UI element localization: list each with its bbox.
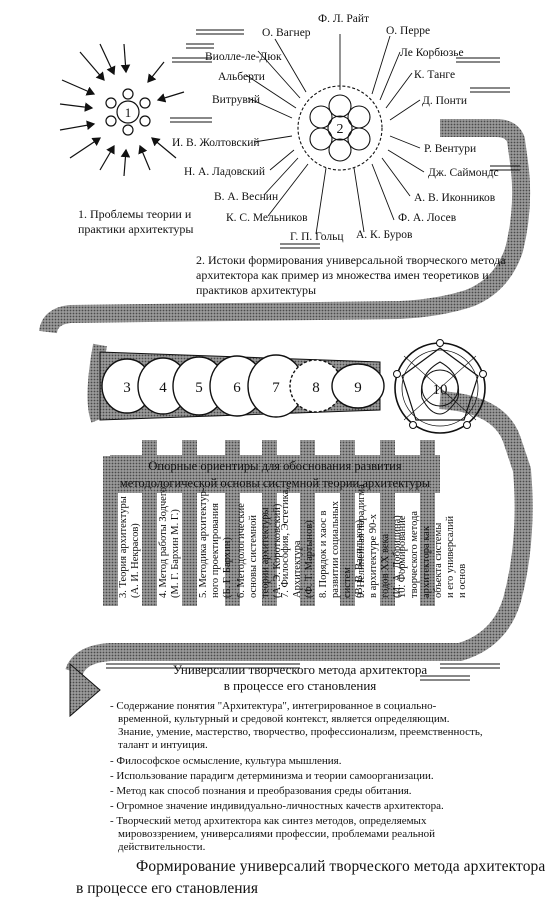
universals-arrow bbox=[69, 662, 101, 718]
universal-item-1-line-2: временной, культурный и средовой контекс… bbox=[118, 713, 450, 725]
stage1-caption-line-1: 1. Проблемы теории и bbox=[78, 207, 192, 221]
stage1-caption-line-2: практики архитектуры bbox=[78, 222, 193, 236]
connector-band-left bbox=[87, 343, 107, 423]
chain-numbers: 3 4 5 6 7 8 9 bbox=[123, 380, 362, 396]
figure-caption-line-2: в процессе его становления bbox=[76, 880, 258, 897]
chain-number-9: 9 bbox=[354, 380, 362, 396]
universal-item-1-line-4: талант и интуиция. bbox=[118, 739, 208, 751]
universal-item-3: - Использование парадигм детерминизма и … bbox=[110, 770, 434, 782]
banner-line-1: Опорные ориентиры для обоснования развит… bbox=[148, 459, 401, 473]
universal-item-1-line-1: - Содержание понятия "Архитектура", инте… bbox=[110, 700, 437, 712]
universal-item-5: - Огромное значение индивидуально-личнос… bbox=[110, 800, 444, 812]
universals-title-line-2: в процессе его становления bbox=[224, 678, 377, 693]
column-10: 10. Формирование творческого метода архи… bbox=[397, 508, 468, 598]
stage2-name-left-4: И. В. Жолтовский bbox=[172, 137, 260, 149]
stage1-group: 1 1. Проблемы теории и практики архитект… bbox=[59, 43, 193, 236]
stage2-number: 2 bbox=[337, 122, 344, 137]
reference-points-group: Опорные ориентиры для обоснования развит… bbox=[103, 440, 468, 606]
stage2-name-top-1: О. Вагнер bbox=[262, 27, 311, 39]
columns: 3. Теория архитектуры (А. И. Некрасов) 4… bbox=[118, 482, 468, 599]
stage2-name-right-1: Ле Корбюзье bbox=[400, 47, 464, 59]
universal-item-6-line-1: - Творческий метод архитектора как синте… bbox=[110, 815, 427, 827]
column-9: 9. Нелинейная парадигма в архитектуре 90… bbox=[356, 482, 403, 598]
stage2-caption-line-1: 2. Истоки формирования универсальной тво… bbox=[196, 253, 506, 267]
stage2-name-right-6: А. В. Иконников bbox=[414, 192, 496, 204]
chain-number-5: 5 bbox=[195, 380, 203, 396]
stage2-name-top-2: Ф. Л. Райт bbox=[318, 13, 369, 25]
column-3: 3. Теория архитектуры (А. И. Некрасов) bbox=[118, 494, 141, 598]
stage2-name-left-8: Г. П. Гольц bbox=[290, 231, 344, 243]
stage1-number: 1 bbox=[125, 105, 132, 120]
stage2-name-left-1: Виолле-ле-Дюк bbox=[205, 51, 282, 63]
chain-circles bbox=[101, 354, 385, 418]
stage2-name-left-7: К. С. Мельников bbox=[226, 212, 308, 224]
stage2-spokes bbox=[245, 34, 425, 235]
universal-item-2: - Философское осмысление, культура мышле… bbox=[110, 755, 342, 767]
stage2-name-left-3: Витрувий bbox=[212, 94, 260, 106]
stage2-caption-line-3: практиков архитектуры bbox=[196, 283, 316, 297]
universal-item-4: - Метод как способ познания и преобразов… bbox=[110, 785, 412, 797]
universals-title-line-1: Универсалии творческого метода архитекто… bbox=[173, 662, 428, 677]
banner-box bbox=[110, 455, 440, 493]
chain-circle-9 bbox=[331, 363, 385, 409]
connector-band-right bbox=[65, 391, 533, 676]
stage2-name-right-5: Дж. Саймондс bbox=[428, 167, 499, 179]
stage2-group: 2 О. Вагнер Ф. Л. Райт О. Перре Виолле-л… bbox=[170, 13, 520, 297]
connector-band-top bbox=[39, 119, 531, 334]
column-5: 5. Методика архитектур- ного проектирова… bbox=[198, 485, 233, 598]
column-8: 8. Порядок и хаос в развитии социальных … bbox=[318, 498, 365, 598]
stage1-cluster bbox=[105, 88, 151, 136]
connector-band bbox=[39, 119, 533, 676]
stage2-name-left-2: Альберти bbox=[218, 71, 265, 83]
incoming-arrows bbox=[59, 43, 185, 177]
universals-group: Универсалии творческого метода архитекто… bbox=[69, 662, 500, 853]
stage2-name-right-2: К. Танге bbox=[414, 69, 455, 81]
column-7: 7. Философия, Эстетика, Архитектура (Ф. … bbox=[280, 485, 315, 598]
stage2-name-right-3: Д. Понти bbox=[422, 95, 467, 107]
stage2-name-left-6: В. А. Веснин bbox=[214, 191, 278, 203]
final-mandala bbox=[393, 339, 487, 434]
stage2-name-right-7: Ф. А. Лосев bbox=[398, 212, 457, 224]
stage2-name-left-5: Н. А. Ладовский bbox=[184, 166, 265, 178]
banner-line-2: методологической основы системной теории… bbox=[120, 476, 431, 490]
chain-number-3: 3 bbox=[123, 380, 131, 396]
chain-number-8: 8 bbox=[312, 380, 320, 396]
stage2-flower bbox=[297, 85, 383, 171]
stage2-name-right-4: Р. Вентури bbox=[424, 143, 476, 155]
universal-item-6-line-3: действительности. bbox=[118, 841, 206, 853]
universal-item-1-line-3: Знание, умение, мастерство, творчество, … bbox=[118, 726, 483, 738]
stage2-double-lines bbox=[170, 29, 520, 249]
chain-number-4: 4 bbox=[159, 380, 167, 396]
stage3-group: 3 4 5 6 7 8 9 10 bbox=[99, 339, 487, 434]
stage2-name-top-3: О. Перре bbox=[386, 25, 430, 37]
chain-number-6: 6 bbox=[233, 380, 241, 396]
universals-list: - Содержание понятия "Архитектура", инте… bbox=[110, 700, 483, 853]
column-6: 6. Методологические основы системной тео… bbox=[236, 501, 283, 599]
stage2-name-right-8: А. К. Буров bbox=[356, 229, 413, 241]
column-4: 4. Метод работы Зодчего (М. Г. Бархин М.… bbox=[158, 484, 181, 598]
universals-title-lines bbox=[106, 663, 500, 681]
universal-item-6-line-2: мировоззрением, универсалиями профессии,… bbox=[118, 828, 435, 840]
chain-number-10: 10 bbox=[433, 382, 448, 398]
chain-number-7: 7 bbox=[272, 380, 280, 396]
figure-caption-line-1: Формирование универсалий творческого мет… bbox=[136, 858, 546, 875]
stage2-caption-line-2: архитектора как пример из множества имен… bbox=[196, 268, 489, 282]
